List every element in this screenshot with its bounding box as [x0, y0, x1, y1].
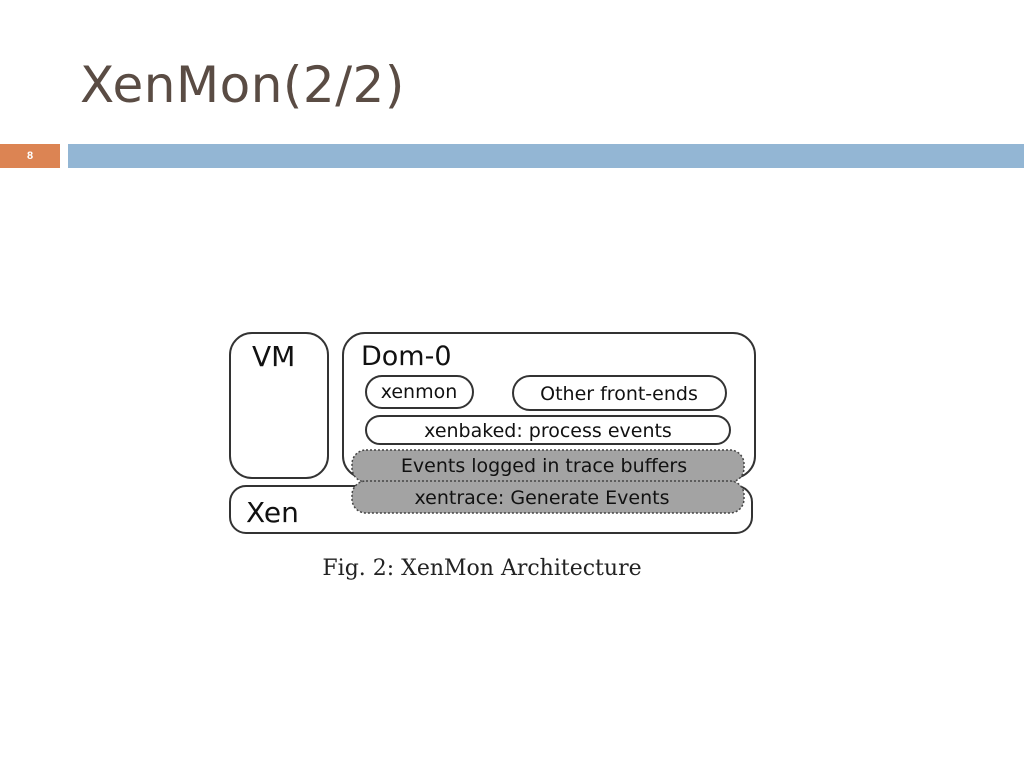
architecture-diagram: VM Dom-0 xenmon Other front-ends xenbake…	[228, 330, 760, 535]
dom0-label: Dom-0	[361, 341, 452, 372]
xenbaked-label: xenbaked: process events	[424, 420, 672, 442]
vm-box: VM	[229, 332, 329, 479]
xenbaked-pill: xenbaked: process events	[365, 415, 731, 445]
xen-label: Xen	[246, 496, 299, 529]
xentrace-bar: xentrace: Generate Events	[351, 480, 745, 514]
trace-buffers-bar: Events logged in trace buffers	[351, 449, 745, 483]
frontends-pill: Other front-ends	[512, 375, 727, 411]
trace-buffers-label: Events logged in trace buffers	[401, 455, 687, 477]
frontends-label: Other front-ends	[540, 383, 698, 405]
xenmon-pill: xenmon	[365, 375, 474, 409]
figure-caption-text: Fig. 2: XenMon Architecture	[322, 556, 642, 581]
slide-number: 8	[0, 144, 60, 168]
xenmon-label: xenmon	[381, 381, 458, 403]
xentrace-label: xentrace: Generate Events	[415, 487, 670, 509]
slide-title: XenMon(2/2)	[80, 56, 405, 114]
title-rule	[68, 144, 1024, 168]
figure-caption: Fig. 2: XenMon Architecture	[0, 556, 1024, 581]
vm-label: VM	[252, 340, 295, 373]
